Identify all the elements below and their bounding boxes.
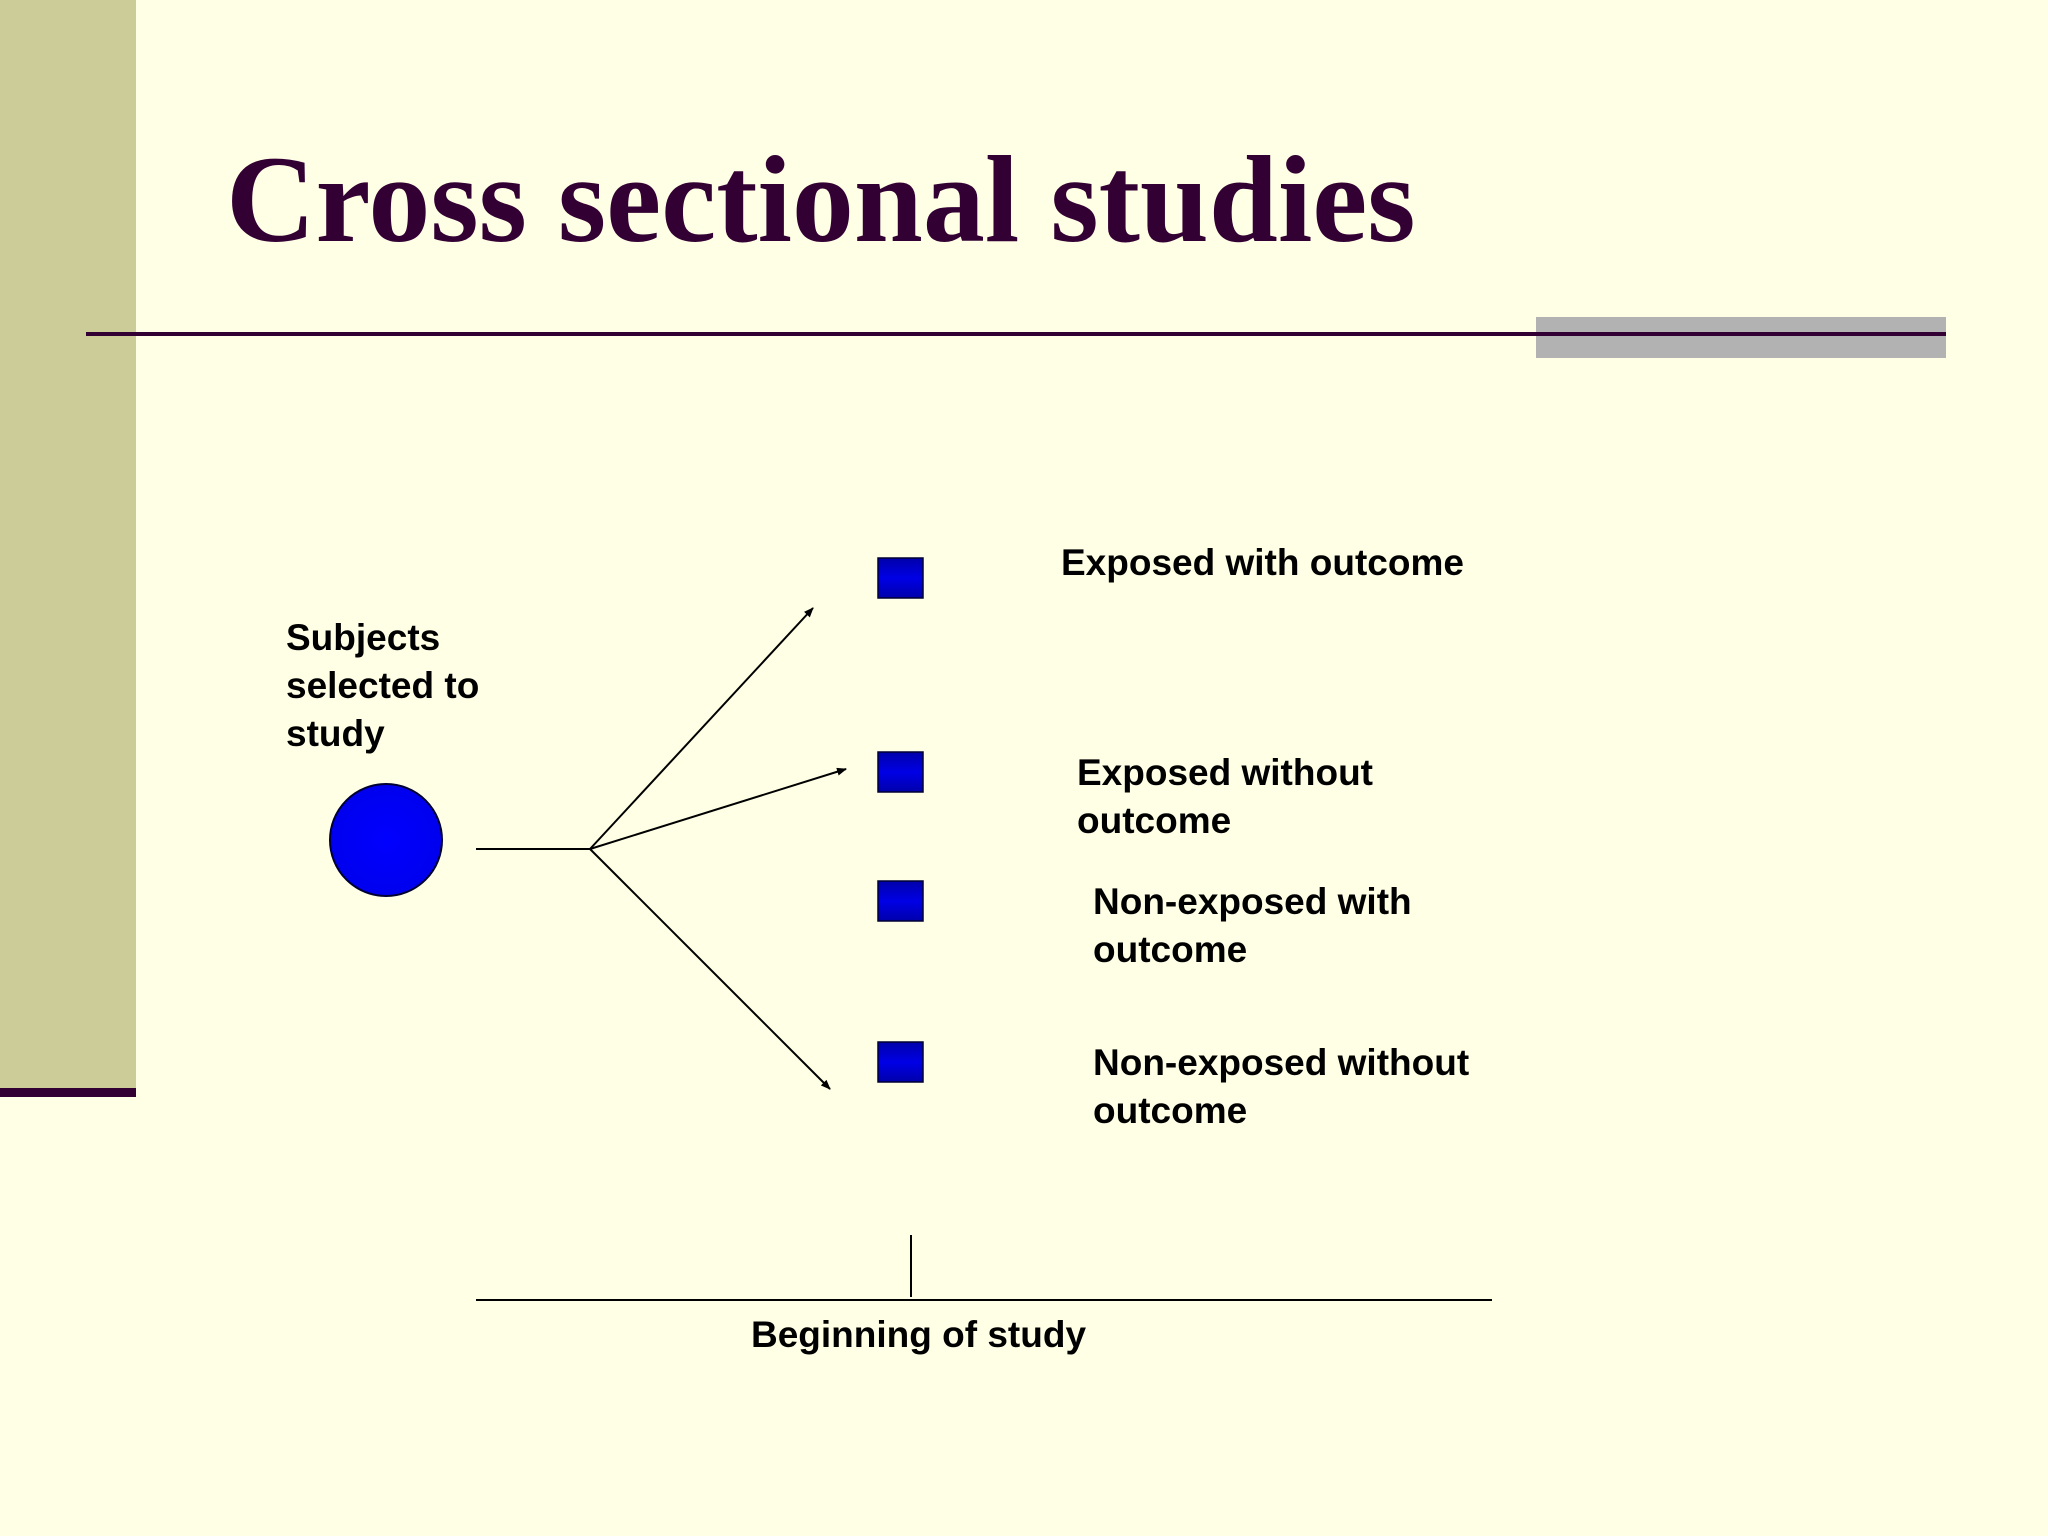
group-square-4 [877, 1041, 924, 1083]
side-bar-edge [0, 1088, 136, 1097]
side-bar [0, 0, 136, 1088]
timeline-label: Beginning of study [751, 1314, 1087, 1355]
group-label-exposed-with-outcome: Exposed with outcome [1061, 542, 1464, 583]
slide-title: Cross sectional studies [226, 131, 1416, 268]
group-square-2 [877, 751, 924, 793]
group-square-3 [877, 880, 924, 922]
population-label: Subjects selected to study [286, 617, 480, 754]
study-population-circle [329, 783, 443, 897]
arrow-to-exposed-without-outcome [589, 767, 847, 850]
arrow-to-non-exposed-without-outcome [589, 848, 831, 1090]
title-rule-overlay [1536, 332, 1946, 336]
arrow-to-exposed-with-outcome [589, 607, 814, 850]
group-square-1 [877, 557, 924, 599]
title-rule [86, 332, 1946, 336]
group-label-non-exposed-with-outcome: Non-exposed with outcome [1093, 881, 1412, 970]
group-label-non-exposed-without-outcome: Non-exposed without outcome [1093, 1042, 1470, 1131]
group-label-exposed-without-outcome: Exposed without outcome [1077, 752, 1373, 841]
title-rule-accent [1536, 317, 1946, 358]
